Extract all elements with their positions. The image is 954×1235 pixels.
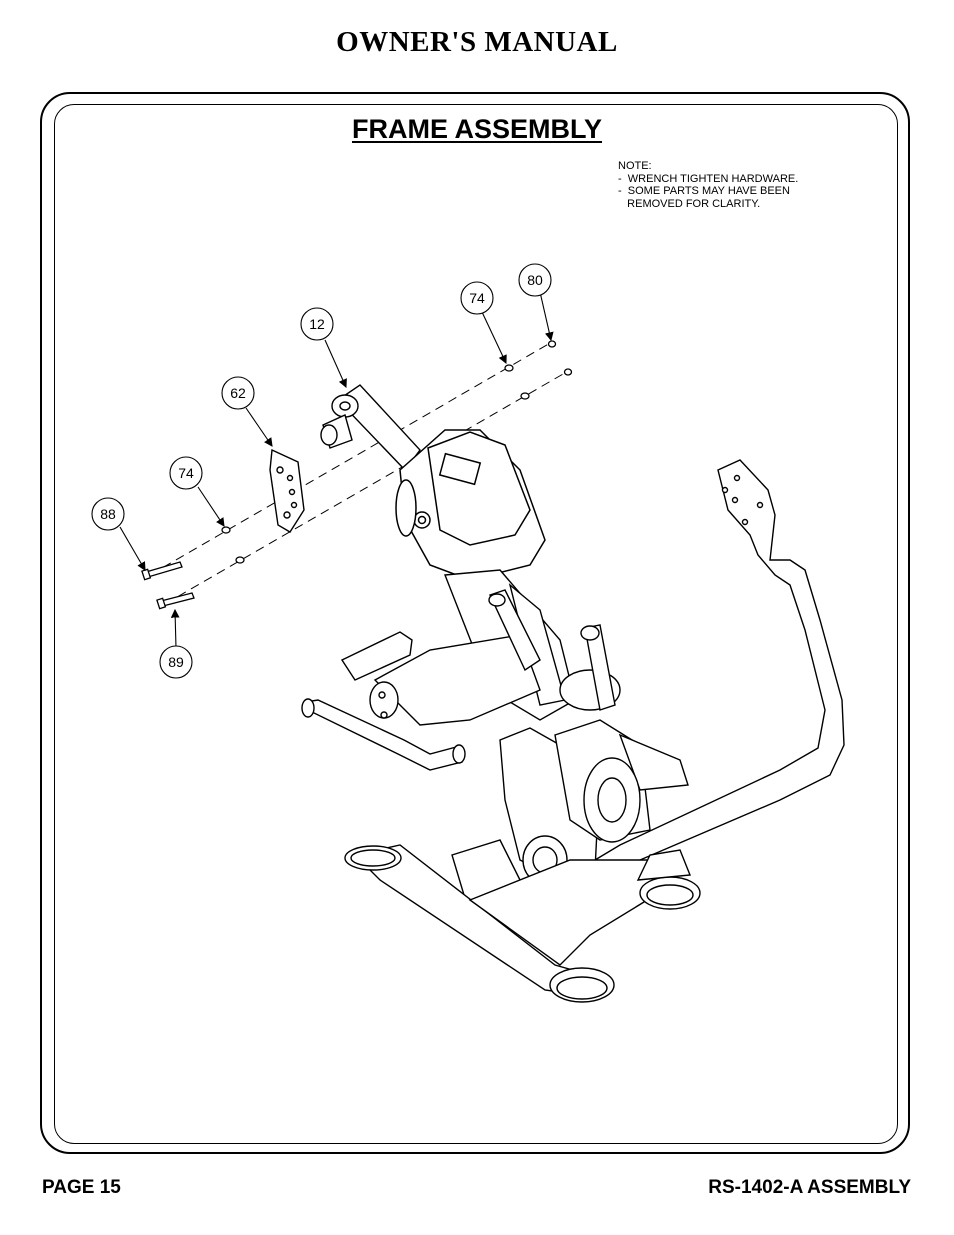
manual-title: OWNER'S MANUAL (336, 26, 618, 58)
callout-62-label: 62 (230, 385, 246, 401)
callout-80-label: 80 (527, 272, 543, 288)
callout-89-label: 89 (168, 654, 184, 670)
callout-88-circle (91, 497, 125, 531)
rear-frame-left (340, 631, 541, 726)
callout-12-circle (300, 307, 334, 341)
arm-12 (320, 384, 421, 472)
callout-89-circle (159, 645, 193, 679)
callout-74-lower-label: 74 (178, 465, 194, 481)
base-frame (344, 844, 701, 1003)
callout-80-circle (518, 263, 552, 297)
outer-page-frame (40, 92, 910, 1154)
callout-74-upper-label: 74 (469, 290, 485, 306)
callout-74-upper-circle (460, 281, 494, 315)
note-line-3: REMOVED FOR CLARITY. (618, 197, 761, 210)
handle-left (301, 698, 466, 771)
page-number: PAGE 15 (42, 1177, 121, 1198)
plate-62 (269, 448, 305, 533)
alignment-lines (149, 341, 571, 605)
inner-page-frame (54, 104, 898, 1144)
main-housing (395, 429, 546, 581)
callout-88-label: 88 (100, 506, 116, 522)
pivot-assembly (554, 719, 689, 843)
callout-74-lower-circle (169, 456, 203, 490)
assembly-note: NOTE:- WRENCH TIGHTEN HARDWARE.- SOME PA… (618, 160, 798, 210)
document-id: RS-1402-A ASSEMBLY (708, 1177, 911, 1198)
section-title: FRAME ASSEMBLY (351, 114, 603, 144)
bolt-88 (141, 561, 183, 581)
note-line-1: - WRENCH TIGHTEN HARDWARE. (618, 172, 799, 185)
callout-12-label: 12 (309, 316, 325, 332)
leader-arrows (119, 291, 554, 649)
callout-balloons (91, 263, 552, 679)
bolt-89 (156, 592, 195, 610)
callout-62-circle (221, 376, 255, 410)
note-heading: NOTE: (618, 160, 652, 172)
note-line-2: - SOME PARTS MAY HAVE BEEN (618, 185, 790, 197)
hardware-washers (221, 340, 573, 564)
